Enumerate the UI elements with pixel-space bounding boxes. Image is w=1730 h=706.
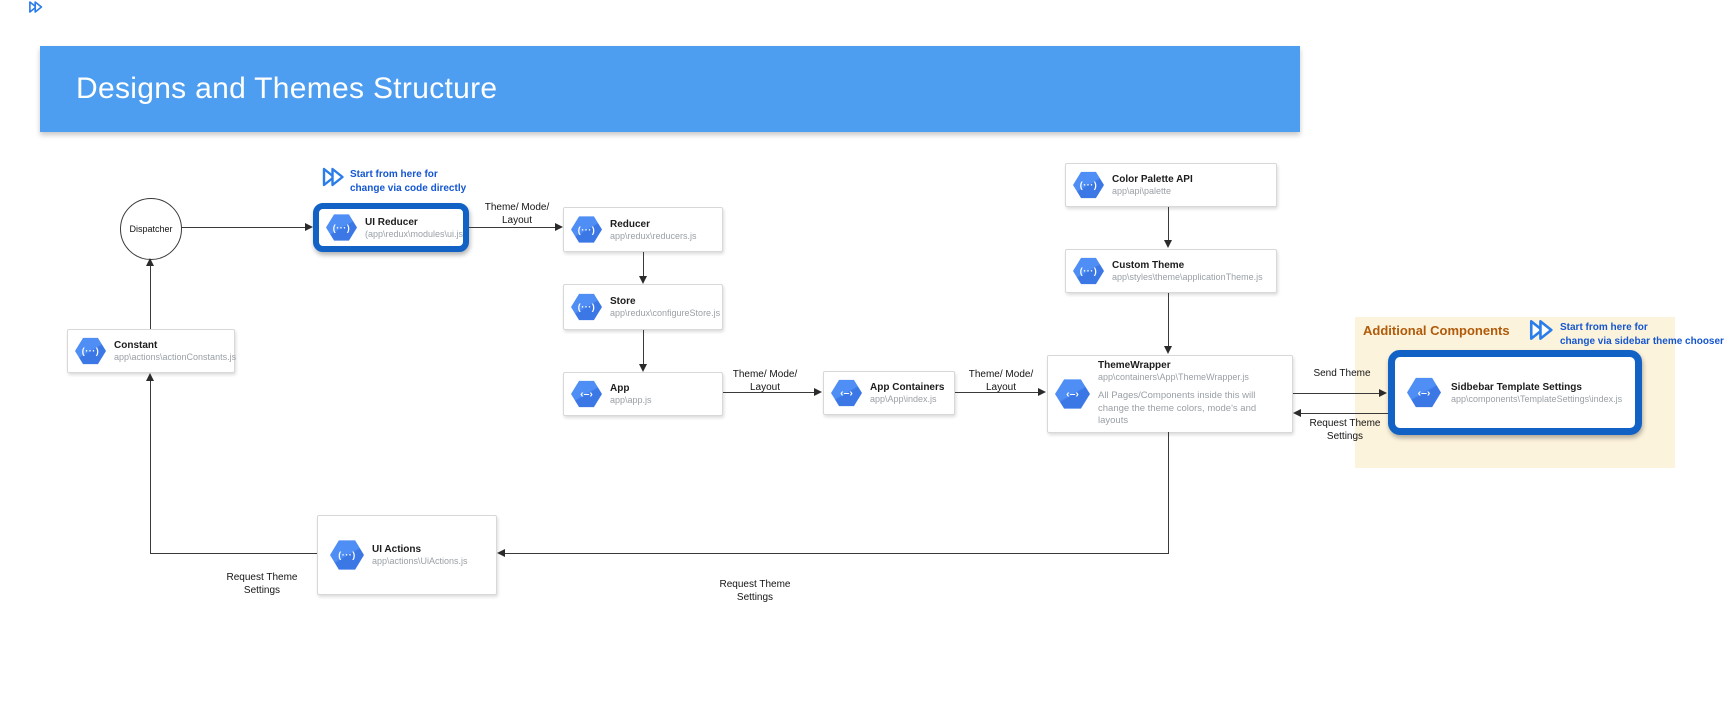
arrowhead [1038, 388, 1046, 396]
start-note-sidebar: Start from here for change via sidebar t… [1560, 322, 1724, 347]
arrowhead [305, 223, 313, 231]
arrowhead [555, 223, 563, 231]
edge [1293, 393, 1379, 394]
node-path: app\containers\App\ThemeWrapper.js [1098, 372, 1249, 383]
node-app: ‹–› App app\app.js [563, 372, 723, 416]
code-icon: (···) [571, 293, 602, 321]
edge [723, 392, 814, 393]
page-title: Designs and Themes Structure [76, 72, 498, 105]
edge-label-request-theme-settings: Request Theme Settings [1309, 418, 1381, 442]
arrowhead [1293, 409, 1301, 417]
arrowhead [1379, 389, 1387, 397]
edge [1168, 293, 1169, 346]
double-arrow-icon: ‹–› [1407, 377, 1441, 408]
edge-label-request-theme-settings: Request Theme Settings [719, 579, 791, 603]
code-icon: (···) [326, 214, 357, 241]
code-icon: (···) [75, 337, 106, 365]
code-icon: (···) [1073, 171, 1104, 199]
code-icon: (···) [571, 216, 602, 243]
title-banner: Designs and Themes Structure [40, 46, 1300, 132]
node-path: app\redux\reducers.js [610, 230, 697, 241]
double-arrow-icon: ‹–› [571, 380, 602, 408]
node-title: Custom Theme [1112, 260, 1185, 271]
node-path: app\redux\configureStore.js [610, 308, 721, 318]
code-icon: (···) [1073, 257, 1104, 285]
dispatcher-label: Dispatcher [129, 224, 173, 234]
node-path: (app\redux\modules\ui.js [365, 228, 464, 239]
node-title: Store [610, 296, 636, 307]
double-arrow-icon: ‹–› [1055, 379, 1090, 409]
arrowhead [1164, 240, 1172, 248]
node-color-palette-api: (···) Color Palette API app\api\palette [1065, 163, 1277, 207]
node-custom-theme: (···) Custom Theme app\styles\theme\appl… [1065, 249, 1277, 293]
node-title: App Containers [870, 382, 945, 393]
edge [150, 553, 317, 554]
edge [150, 380, 151, 554]
edge [1168, 432, 1169, 553]
arrowhead [146, 258, 154, 266]
node-title: UI Actions [372, 544, 422, 555]
edge-label-theme-mode-layout: Theme/ Mode/ Layout [732, 369, 798, 393]
node-app-containers: ‹–› App Containers app\App\index.js [823, 371, 955, 415]
arrowhead [639, 364, 647, 372]
arrowhead [1164, 346, 1172, 354]
node-title: Color Palette API [1112, 174, 1193, 185]
node-title: Reducer [610, 218, 651, 230]
edge [1168, 207, 1169, 240]
arrowhead [639, 276, 647, 284]
edge [643, 252, 644, 276]
node-constant: (···) Constant app\actions\actionConstan… [67, 329, 237, 373]
edge-label-theme-mode-layout: Theme/ Mode/ Layout [484, 202, 550, 226]
node-ui-reducer: (···) UI Reducer (app\redux\modules\ui.j… [313, 203, 469, 252]
edge-label-send-theme: Send Theme [1313, 368, 1371, 379]
start-chevron-icon [322, 167, 344, 187]
start-note-code: Start from here for change via code dire… [350, 169, 467, 194]
node-path: app\App\index.js [870, 394, 937, 404]
additional-components-title: Additional Components [1363, 323, 1510, 338]
edge [469, 227, 555, 228]
node-title: Sidbebar Template Settings [1451, 381, 1582, 393]
node-ui-actions: (···) UI Actions app\actions\UiActions.j… [317, 515, 497, 595]
node-path: app\api\palette [1112, 186, 1172, 196]
edge [1301, 413, 1388, 414]
edge [505, 553, 1169, 554]
node-path: app\app.js [610, 395, 652, 405]
edge [955, 392, 1038, 393]
node-description: All Pages/Components inside this will ch… [1098, 390, 1257, 427]
edge [181, 227, 305, 228]
edge [643, 330, 644, 364]
start-chevron-icon [29, 1, 43, 13]
edge-label-request-theme-settings: Request Theme Settings [226, 572, 298, 596]
node-path: app\components\TemplateSettings\index.js [1451, 393, 1623, 404]
arrowhead [814, 388, 822, 396]
node-theme-wrapper: ‹–› ThemeWrapper app\containers\App\Them… [1047, 355, 1293, 433]
edge-label-theme-mode-layout: Theme/ Mode/ Layout [968, 369, 1034, 393]
node-path: app\styles\theme\applicationTheme.js [1112, 272, 1263, 282]
code-icon: (···) [330, 540, 364, 570]
node-dispatcher: Dispatcher [120, 198, 182, 260]
node-path: app\actions\actionConstants.js [114, 352, 237, 362]
node-title: ThemeWrapper [1098, 360, 1171, 372]
node-title: UI Reducer [365, 216, 418, 228]
node-path: app\actions\UiActions.js [372, 556, 468, 566]
start-chevron-icon [1529, 320, 1553, 340]
node-sidebar-template-settings: ‹–› Sidbebar Template Settings app\compo… [1388, 350, 1642, 435]
double-arrow-icon: ‹–› [831, 379, 862, 407]
node-reducer: (···) Reducer app\redux\reducers.js [563, 207, 723, 252]
arrowhead [497, 549, 505, 557]
node-title: Constant [114, 340, 158, 351]
edge [150, 265, 151, 329]
node-store: (···) Store app\redux\configureStore.js [563, 284, 723, 330]
node-title: App [610, 383, 630, 394]
arrowhead [146, 373, 154, 381]
